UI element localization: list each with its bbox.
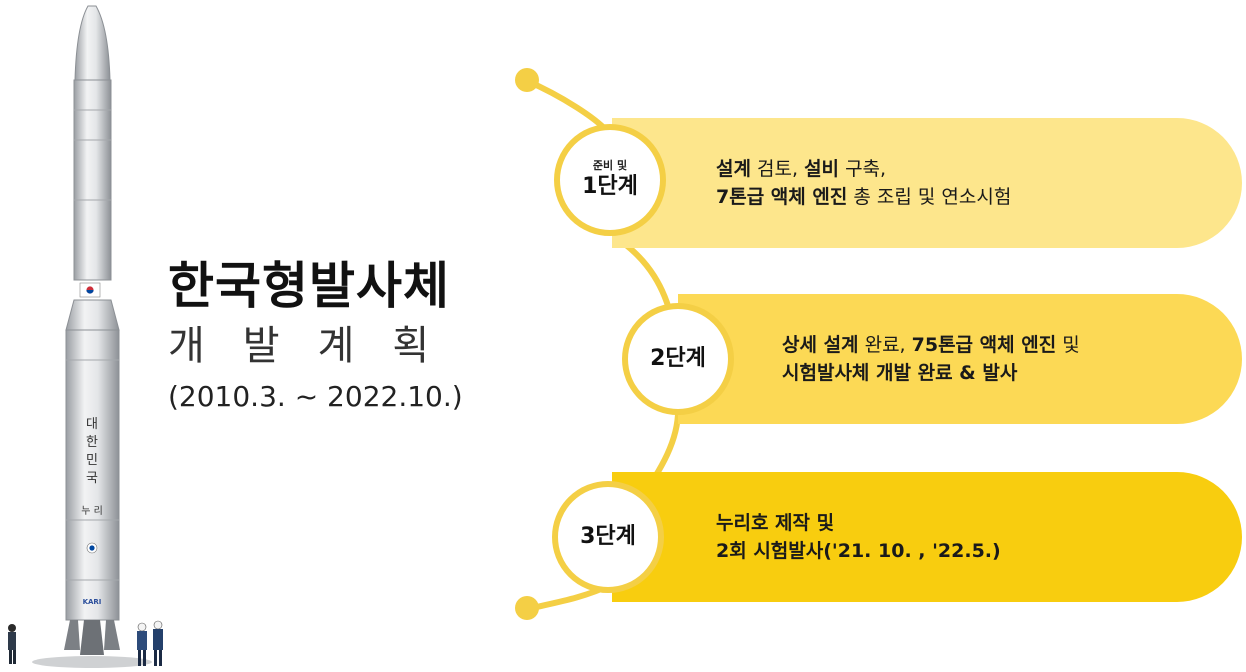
stage-3-description: 누리호 제작 및 2회 시험발사('21. 10. , '22.5.) [716,509,1001,565]
stage-1-badge: 준비 및 1단계 [554,124,666,236]
svg-text:누 리: 누 리 [81,505,103,517]
svg-text:민: 민 [86,453,98,468]
stage-2-line-1: 상세 설계 완료, 75톤급 액체 엔진 및 [782,334,1080,356]
stage-2-description: 상세 설계 완료, 75톤급 액체 엔진 및 시험발사체 개발 완료 & 발사 [782,331,1080,387]
rocket-text-korea: 대 [86,417,98,432]
stage-1-line-2: 7톤급 액체 엔진 총 조립 및 연소시험 [716,186,1012,208]
page-title: 한국형발사체 [168,257,450,315]
stage-2-line-2: 시험발사체 개발 완료 & 발사 [782,362,1018,384]
stage-3-badge: 3단계 [552,481,664,593]
page-subtitle: 개발계획 [168,323,468,369]
stage-2-badge: 2단계 [622,303,734,415]
rocket-illustration: 대 한 민 국 누 리 KARI [8,5,163,668]
kari-logo: KARI [83,598,102,606]
stage-3-line-2: 2회 시험발사('21. 10. , '22.5.) [716,540,1001,562]
stage-3-panel: 누리호 제작 및 2회 시험발사('21. 10. , '22.5.) [612,472,1242,602]
stage-2-panel: 상세 설계 완료, 75톤급 액체 엔진 및 시험발사체 개발 완료 & 발사 [678,294,1242,424]
person-icon [137,622,147,666]
timeline-end-dot [515,596,539,620]
stage-1-badge-prefix: 준비 및 [592,159,628,172]
stage-3-line-1: 누리호 제작 및 [716,512,835,534]
stage-3-badge-label: 3단계 [580,524,636,549]
svg-text:국: 국 [86,471,98,486]
project-period: (2010.3. ~ 2022.10.) [168,380,463,413]
stage-1-line-1: 설계 검토, 설비 구축, [716,158,887,180]
timeline-start-dot [515,68,539,92]
stage-1-description: 설계 검토, 설비 구축, 7톤급 액체 엔진 총 조립 및 연소시험 [716,155,1011,211]
person-icon [8,624,16,664]
svg-text:한: 한 [86,435,98,450]
person-icon [153,620,163,666]
title-block: 한국형발사체 개발계획 (2010.3. ~ 2022.10.) [168,255,528,417]
stage-2-badge-label: 2단계 [650,346,706,371]
stage-1-panel: 설계 검토, 설비 구축, 7톤급 액체 엔진 총 조립 및 연소시험 [612,118,1242,248]
flag-icon [79,282,101,298]
stage-1-badge-label: 1단계 [582,174,638,199]
